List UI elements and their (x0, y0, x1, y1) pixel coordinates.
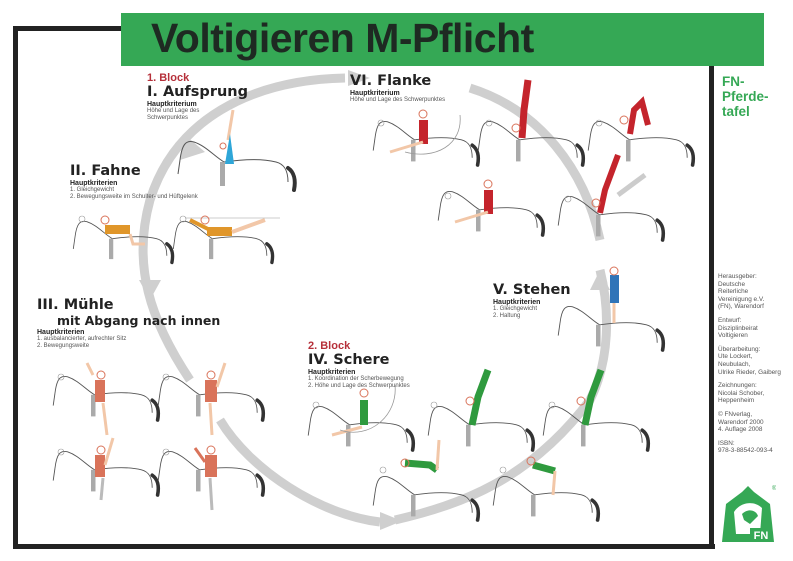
figure-muehle-3 (51, 437, 161, 501)
section-fahne: II. Fahne Hauptkriterien 1. Gleichgewich… (70, 163, 198, 202)
frame-border-right (709, 66, 714, 549)
criteria-item: 1. Koordination der Scherbewegung (308, 376, 404, 382)
figure-aufsprung (176, 109, 297, 192)
brand-line: FN- (722, 74, 745, 89)
criteria-item: Höhe und Lage des (147, 108, 200, 114)
figure-stehen (556, 266, 666, 352)
figure-flanke-4 (436, 179, 546, 237)
figure-fahne-2 (171, 215, 280, 265)
section-heading: II. Fahne (70, 163, 141, 179)
section-aufsprung: 1. Block I. Aufsprung Hauptkriterium Höh… (147, 72, 248, 123)
section-heading: I. Aufsprung (147, 84, 248, 100)
registered-mark: ® (772, 485, 776, 492)
section-stehen: V. Stehen Hauptkriterien 1. Gleichgewich… (493, 282, 571, 321)
block-label: 2. Block (308, 340, 351, 352)
criteria-item: Schwerpunktes (147, 115, 189, 122)
step-number-markers (57, 119, 603, 474)
brand-label: FN- Pferde- tafel (722, 74, 782, 119)
figure-schere-1 (306, 384, 416, 452)
frame-border-bottom (13, 544, 715, 549)
figure-muehle-1 (51, 362, 161, 436)
criteria-item: 1. ausbalancierter, aufrechter Sitz (37, 336, 127, 342)
section-heading: III. Mühle (37, 297, 114, 313)
criteria-label: Hauptkriterien (70, 180, 118, 187)
section-heading: V. Stehen (493, 282, 571, 298)
criteria-label: Hauptkriterien (308, 369, 356, 376)
figure-schere-4 (371, 439, 481, 522)
criteria-item: 1. Gleichgewicht (70, 187, 115, 193)
logo-text: FN (754, 530, 769, 542)
section-muehle: III. Mühle mit Abgang nach innen Hauptkr… (37, 297, 220, 351)
imprint-revision: Überarbeitung:Ute Lockert,Neubulach,Ulri… (718, 345, 781, 376)
circular-arrow (138, 73, 612, 527)
frame-border-top (13, 26, 121, 31)
figure-flanke-5 (556, 153, 666, 242)
criteria-item: 2. Bewegungsweite im Schulter- und Hüftg… (70, 194, 198, 201)
section-subheading: mit Abgang nach innen (57, 313, 221, 328)
brand-line: tafel (722, 104, 750, 119)
block-label: 1. Block (147, 72, 190, 84)
criteria-item: 2. Höhe und Lage des Schwerpunktes (308, 383, 410, 390)
criteria-item: Höhe und Lage des Schwerpunktes (350, 97, 446, 103)
section-heading: IV. Schere (308, 352, 390, 368)
figure-schere-5 (491, 456, 601, 522)
brand-line: Pferde- (722, 89, 769, 104)
figure-flanke-1 (371, 109, 481, 167)
figure-flanke-3 (586, 96, 696, 167)
criteria-label: Hauptkriterien (37, 329, 85, 336)
figure-muehle-4 (156, 445, 266, 511)
section-flanke: VI. Flanke Hauptkriterium Höhe und Lage … (350, 73, 445, 104)
arrow-heads (139, 70, 610, 530)
criteria-item: 1. Gleichgewicht (493, 306, 538, 312)
frame-border-left (13, 26, 18, 549)
section-heading: VI. Flanke (350, 73, 432, 89)
title-bar: Voltigieren M-Pflicht (121, 13, 764, 66)
criteria-label: Hauptkriterium (147, 101, 197, 108)
imprint-drawings: Zeichnungen:Nicolai Schober,Heppenheim (718, 382, 765, 405)
figure-fahne-1 (71, 215, 175, 265)
page-title: Voltigieren M-Pflicht (151, 15, 534, 61)
section-schere: 2. Block IV. Schere Hauptkriterien 1. Ko… (308, 340, 410, 391)
figure-muehle-2 (156, 362, 266, 436)
fn-logo: FN ® (722, 485, 776, 542)
criteria-label: Hauptkriterien (493, 299, 541, 306)
figure-schere-3 (541, 368, 651, 452)
criteria-item: 2. Haltung (493, 313, 521, 320)
criteria-label: Hauptkriterium (350, 90, 400, 97)
criteria-item: 2. Bewegungsweite (37, 343, 90, 350)
figure-flanke-2 (476, 79, 586, 167)
imprint-isbn: ISBN:978-3-88542-093-4 (718, 439, 773, 455)
figure-schere-2 (426, 368, 536, 452)
